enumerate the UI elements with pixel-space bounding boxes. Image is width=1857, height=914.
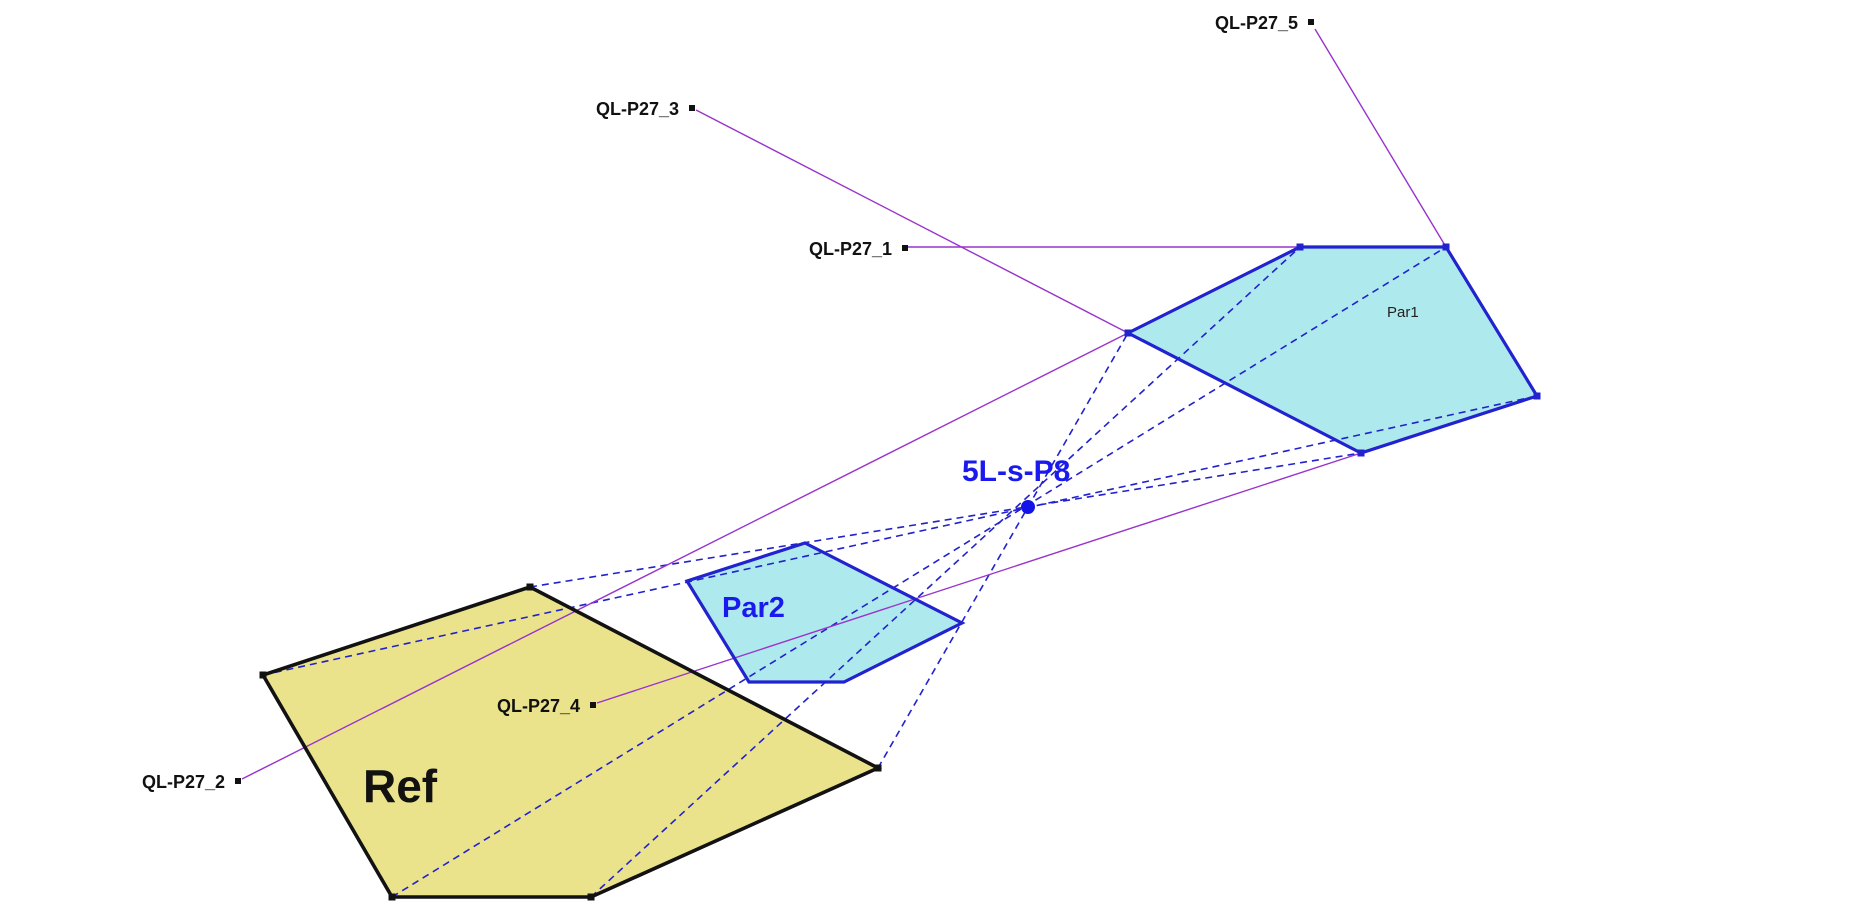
ql-p27-4-label: QL-P27_4 [497,696,580,716]
projection-dashed-line-3 [391,246,1447,898]
center-point[interactable] [1021,500,1035,514]
par2-label: Par2 [722,592,785,624]
par1-vertex-marker-1[interactable] [1296,243,1304,251]
projection-dashed-line-4 [590,246,1301,898]
projection-dashed-line-5 [877,332,1129,769]
ql-p27-5-label: QL-P27_5 [1215,13,1298,33]
par1-label: Par1 [1387,304,1419,321]
ref-vertex-marker-5[interactable] [259,671,267,679]
ref-outline[interactable] [260,585,883,899]
ref-vertex-marker-3[interactable] [587,893,595,901]
ql-p27-3-line [695,109,1129,334]
ql-p27-4-marker[interactable] [590,702,596,708]
ql-p27-5-marker[interactable] [1308,19,1314,25]
ql-p27-1-marker[interactable] [902,245,908,251]
ql-p27-4-line [596,452,1362,704]
par1-outline[interactable] [1124,245,1540,455]
ref-vertex-marker-2[interactable] [874,764,882,772]
par1-polygon[interactable] [1128,247,1537,453]
projection-dashed-line-1 [529,452,1362,588]
center-point-label: 5L-s-P8 [962,455,1070,488]
ql-p27-3-label: QL-P27_3 [596,99,679,119]
ref-label: Ref [363,760,438,812]
ref-vertex-marker-1[interactable] [526,583,534,591]
projection-dashed-line-2 [262,395,1538,676]
ql-p27-2-marker[interactable] [235,778,241,784]
ql-p27-1-label: QL-P27_1 [809,239,892,259]
par1-vertex-marker-4[interactable] [1357,449,1365,457]
par1-vertex-marker-3[interactable] [1533,392,1541,400]
ql-p27-3-marker[interactable] [689,105,695,111]
ref-vertex-marker-4[interactable] [388,893,396,901]
par1-vertex-marker-5[interactable] [1124,329,1132,337]
ql-p27-2-line [241,332,1129,780]
ql-p27-5-line [1314,28,1447,248]
ql-p27-2-label: QL-P27_2 [142,772,225,792]
par2-outline[interactable] [684,541,966,684]
par1-vertex-marker-2[interactable] [1442,243,1450,251]
ref-polygon[interactable] [263,587,878,897]
par2-polygon[interactable] [687,543,962,682]
